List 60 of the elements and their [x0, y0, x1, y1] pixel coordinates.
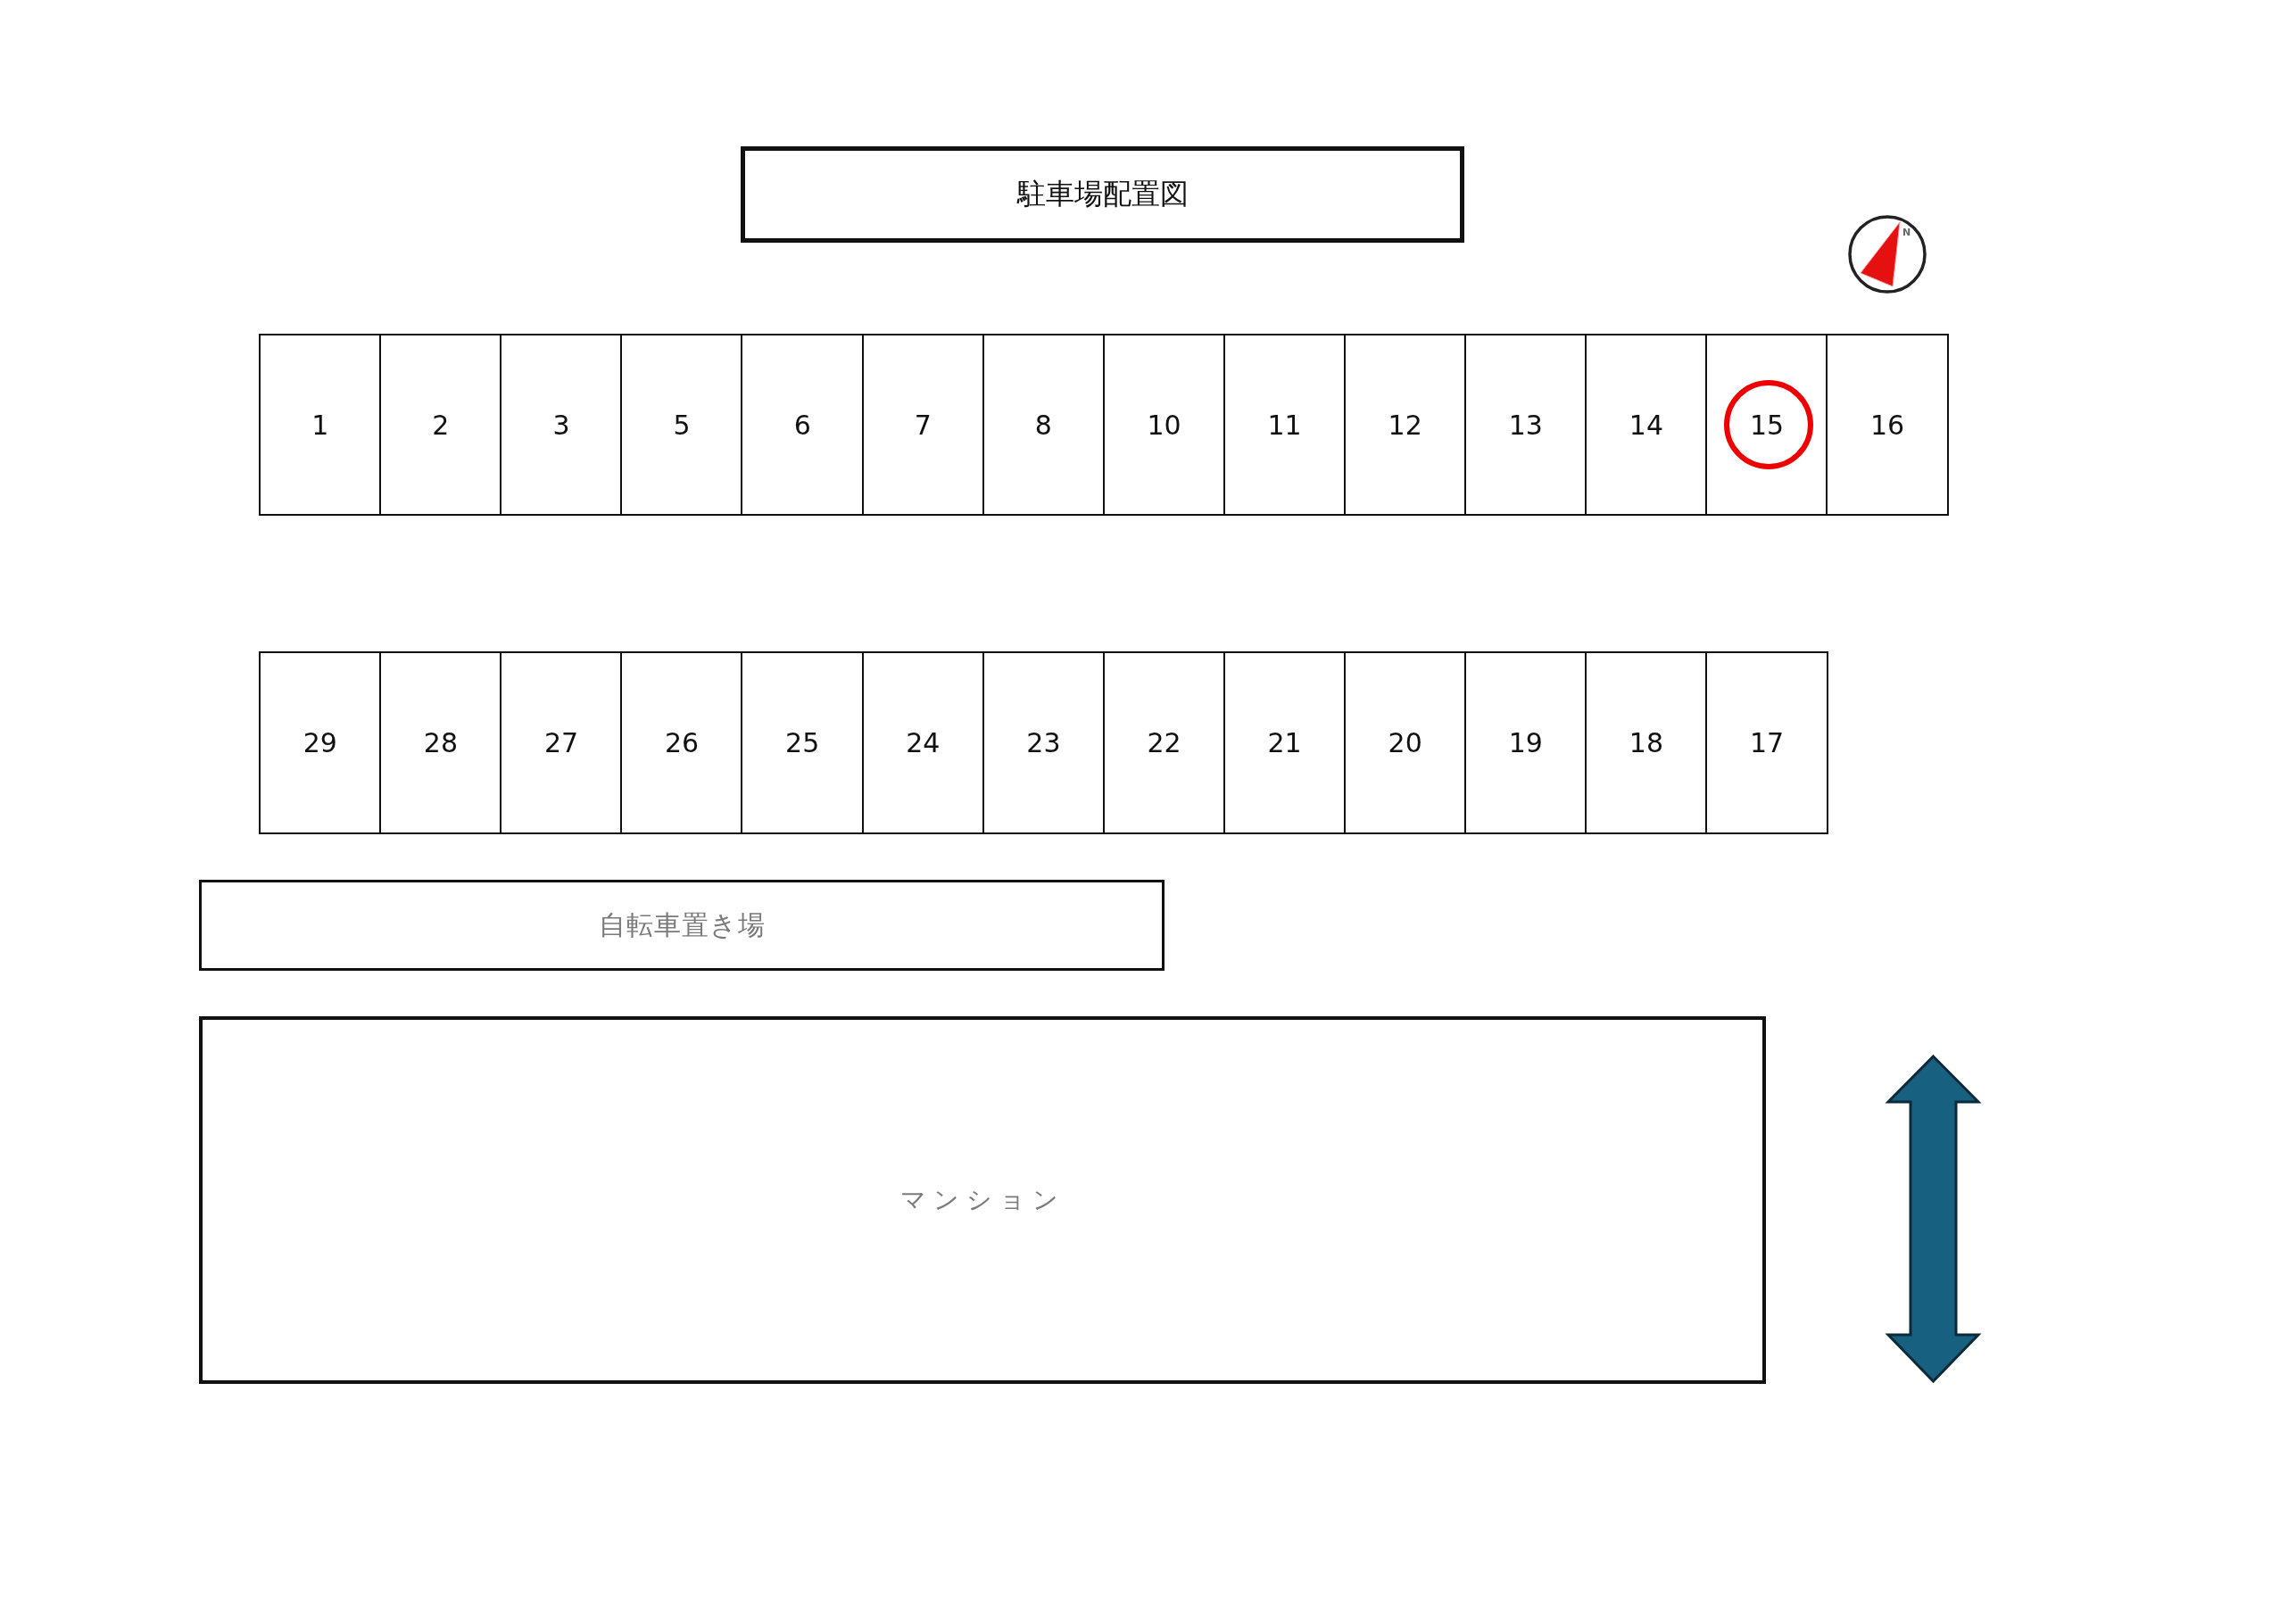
parking-space [1223, 334, 1347, 516]
parking-space [982, 651, 1106, 834]
title: 駐車場配置図 [741, 146, 1464, 243]
parking-space [861, 334, 985, 516]
parking-space [379, 334, 502, 516]
space-number: 28 [423, 727, 458, 758]
space-number: 8 [1034, 409, 1052, 441]
space-number: 21 [1267, 727, 1302, 758]
space-number: 23 [1026, 727, 1061, 758]
parking-space [1102, 334, 1226, 516]
parking-space [379, 651, 502, 834]
space-number: 17 [1749, 727, 1785, 758]
parking-space [1826, 334, 1949, 516]
space-number: 7 [914, 409, 932, 441]
space-number: 26 [665, 727, 700, 758]
parking-space [259, 334, 382, 516]
space-number: 19 [1508, 727, 1543, 758]
space-number: 22 [1147, 727, 1181, 758]
parking-space [741, 334, 864, 516]
parking-space [1705, 334, 1828, 516]
space-number: 24 [906, 727, 941, 758]
area-label: 自転車置き場 [598, 907, 766, 942]
space-number: 12 [1388, 409, 1422, 441]
parking-space [500, 651, 623, 834]
parking-space [1343, 651, 1467, 834]
parking-space [1705, 651, 1828, 834]
space-number: 14 [1629, 409, 1663, 441]
space-number: 2 [432, 409, 450, 441]
parking-space [1464, 334, 1587, 516]
space-number: 3 [552, 409, 570, 441]
parking-space [1585, 334, 1708, 516]
space-number: 16 [1870, 409, 1905, 441]
building-outline [199, 1016, 1766, 1384]
north-label: N [1902, 228, 1911, 237]
space-number: 20 [1388, 727, 1422, 758]
parking-space [500, 334, 623, 516]
parking-space [1223, 651, 1347, 834]
parking-space [1585, 651, 1708, 834]
space-number: 6 [793, 409, 811, 441]
space-number: 5 [673, 409, 691, 441]
bicycle-parking-area [199, 880, 1165, 971]
parking-space [1102, 651, 1226, 834]
parking-space [1464, 651, 1587, 834]
space-number: 25 [785, 727, 820, 758]
parking-space [620, 334, 743, 516]
parking-space [259, 651, 382, 834]
parking-space [982, 334, 1106, 516]
parking-space [620, 651, 743, 834]
parking-space [861, 651, 985, 834]
parking-space [741, 651, 864, 834]
space-number: 27 [543, 727, 579, 758]
space-number: 1 [311, 409, 329, 441]
building-label: マンション [899, 1184, 1065, 1216]
space-number: 15 [1749, 409, 1785, 441]
space-number: 18 [1629, 727, 1663, 758]
parking-space [1343, 334, 1467, 516]
space-number: 13 [1508, 409, 1543, 441]
space-number: 10 [1147, 409, 1181, 441]
space-number: 29 [303, 727, 337, 758]
space-number: 11 [1267, 409, 1302, 441]
